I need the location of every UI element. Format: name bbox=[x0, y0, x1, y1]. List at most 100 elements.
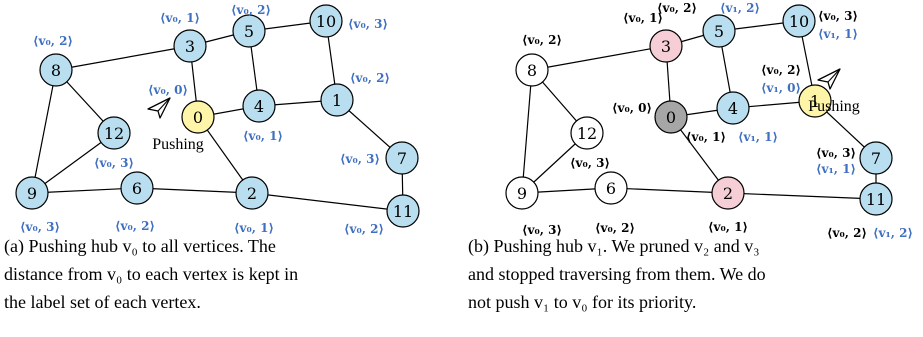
label-12-0: ⟨v₀, 3⟩ bbox=[94, 156, 134, 170]
node-0-label: 0 bbox=[666, 108, 676, 127]
node-4-circle bbox=[242, 89, 276, 123]
node-2-circle bbox=[235, 176, 269, 210]
node-1: 1 bbox=[798, 84, 832, 118]
caption-b-line-2: and stopped traversing from them. We do bbox=[468, 264, 766, 284]
caption-b-line-3: not push v₁ to v₀ for its priority. bbox=[468, 292, 697, 312]
node-10-circle bbox=[309, 4, 343, 38]
node-5: 5 bbox=[702, 14, 736, 48]
node-5-circle bbox=[702, 14, 736, 48]
node-12-label: 12 bbox=[577, 124, 597, 143]
edge-8-9 bbox=[31, 69, 57, 194]
node-3-label: 3 bbox=[185, 37, 195, 56]
node-7: 7 bbox=[385, 141, 419, 175]
node-7-circle bbox=[385, 141, 419, 175]
node-8: 8 bbox=[39, 53, 73, 87]
label-10-0: ⟨v₀, 3⟩ bbox=[348, 17, 388, 31]
label-8-0: ⟨v₀, 2⟩ bbox=[522, 33, 562, 47]
label-12-0: ⟨v₀, 3⟩ bbox=[570, 156, 610, 170]
node-11: 11 bbox=[386, 194, 420, 228]
node-2-label: 2 bbox=[247, 184, 257, 203]
node-1-circle bbox=[320, 83, 354, 117]
node-8-label: 8 bbox=[51, 61, 61, 80]
label-3-0: ⟨v₀, 1⟩ bbox=[160, 11, 200, 25]
label-11-1: ⟨v₁, 2⟩ bbox=[873, 226, 913, 240]
node-12-circle bbox=[570, 116, 604, 150]
node-11: 11 bbox=[859, 182, 893, 216]
node-4: 4 bbox=[716, 91, 750, 125]
label-10-0: ⟨v₀, 3⟩ bbox=[818, 9, 858, 23]
node-3-circle bbox=[173, 29, 207, 63]
caption-b: (b) Pushing hub v₁. We pruned v₂ and v₃ … bbox=[468, 232, 922, 316]
node-12: 12 bbox=[570, 116, 604, 150]
caption-b-line-1: (b) Pushing hub v₁. We pruned v₂ and v₃ bbox=[468, 236, 760, 256]
node-10: 10 bbox=[782, 4, 816, 38]
node-1-circle bbox=[798, 84, 832, 118]
node-10-label: 10 bbox=[789, 12, 809, 31]
node-9-circle bbox=[15, 176, 49, 210]
node-7-circle bbox=[859, 141, 893, 175]
edge-8-9 bbox=[521, 69, 533, 194]
pushing-label: Pushing bbox=[152, 136, 204, 153]
label-10-1: ⟨v₁, 1⟩ bbox=[818, 27, 858, 41]
label-4-0: ⟨v₀, 1⟩ bbox=[686, 130, 726, 144]
node-10-circle bbox=[782, 4, 816, 38]
node-12-label: 12 bbox=[104, 124, 124, 143]
label-4-0: ⟨v₀, 1⟩ bbox=[243, 129, 283, 143]
label-6-0: ⟨v₀, 2⟩ bbox=[115, 219, 155, 233]
label-2-0: ⟨v₀, 1⟩ bbox=[708, 220, 748, 234]
label-3-0: ⟨v₀, 1⟩ bbox=[623, 11, 663, 25]
label-2-0: ⟨v₀, 1⟩ bbox=[234, 221, 274, 235]
node-0: 0 bbox=[181, 100, 215, 134]
node-6-label: 6 bbox=[606, 179, 616, 198]
node-0: 0 bbox=[654, 100, 688, 134]
node-1-label: 1 bbox=[810, 92, 820, 111]
label-7-0: ⟨v₀, 3⟩ bbox=[816, 146, 856, 160]
node-0-circle bbox=[181, 100, 215, 134]
caption-a-line-1: (a) Pushing hub v₀ to all vertices. The bbox=[4, 236, 276, 256]
label-1-0: ⟨v₀, 2⟩ bbox=[761, 63, 801, 77]
node-7: 7 bbox=[859, 141, 893, 175]
node-11-circle bbox=[859, 182, 893, 216]
edge-6-2 bbox=[610, 187, 729, 194]
node-8-label: 8 bbox=[527, 61, 537, 80]
node-7-label: 7 bbox=[397, 149, 407, 168]
label-5-1: ⟨v₁, 2⟩ bbox=[720, 1, 760, 15]
edge-6-2 bbox=[136, 187, 253, 194]
caption-a-line-3: the label set of each vertex. bbox=[4, 292, 201, 312]
node-6: 6 bbox=[594, 171, 628, 205]
node-4: 4 bbox=[242, 89, 276, 123]
edge-12-9 bbox=[31, 132, 115, 194]
label-0-0: ⟨v₀, 0⟩ bbox=[612, 101, 652, 115]
node-9-label: 9 bbox=[517, 184, 527, 203]
pushing-arrow-icon bbox=[817, 68, 841, 90]
node-11-label: 11 bbox=[866, 190, 886, 209]
label-8-0: ⟨v₀, 2⟩ bbox=[33, 34, 73, 48]
node-6-label: 6 bbox=[132, 179, 142, 198]
node-0-circle bbox=[654, 100, 688, 134]
node-6-circle bbox=[594, 171, 628, 205]
caption-a-line-2: distance from v₀ to each vertex is kept … bbox=[4, 264, 299, 284]
node-5-label: 5 bbox=[244, 22, 254, 41]
node-10-label: 10 bbox=[316, 12, 336, 31]
node-3-label: 3 bbox=[661, 37, 671, 56]
node-0-label: 0 bbox=[193, 108, 203, 127]
node-2-circle bbox=[711, 176, 745, 210]
node-1-label: 1 bbox=[332, 91, 342, 110]
node-4-circle bbox=[716, 91, 750, 125]
node-7-label: 7 bbox=[871, 149, 881, 168]
edge-3-8 bbox=[531, 45, 667, 71]
pushing-arrow-icon bbox=[147, 97, 171, 119]
node-9-circle bbox=[505, 176, 539, 210]
node-5-circle bbox=[232, 14, 266, 48]
label-9-0: ⟨v₀, 3⟩ bbox=[522, 223, 562, 237]
node-3-circle bbox=[649, 29, 683, 63]
label-5-0: ⟨v₀, 2⟩ bbox=[231, 3, 271, 17]
node-8: 8 bbox=[515, 53, 549, 87]
node-2: 2 bbox=[235, 176, 269, 210]
edge-3-8 bbox=[55, 45, 191, 71]
node-6: 6 bbox=[120, 171, 154, 205]
node-11-label: 11 bbox=[393, 202, 413, 221]
node-5-label: 5 bbox=[714, 22, 724, 41]
